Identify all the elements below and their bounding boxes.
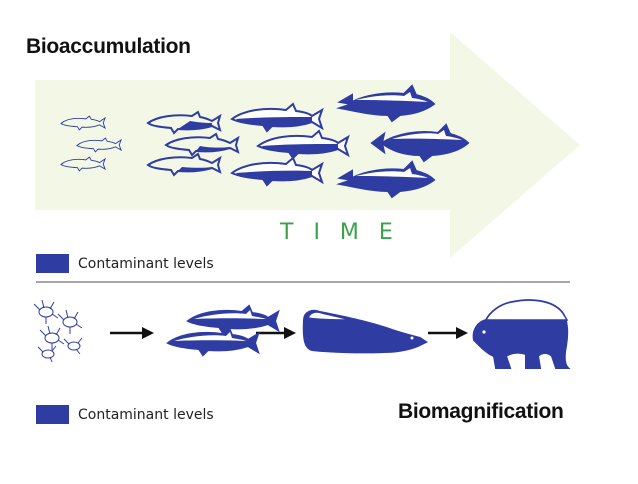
seal-icon <box>302 309 428 354</box>
legend-label-bioaccumulation: Contaminant levels <box>78 256 214 272</box>
legend-swatch-biomagnification <box>36 405 69 424</box>
fish-icon <box>186 304 280 335</box>
fish-icon <box>164 132 240 157</box>
food-chain-arrows <box>110 327 468 339</box>
fish-group-biomag <box>166 304 280 357</box>
fish-icon <box>146 110 222 135</box>
fish-group-2 <box>146 110 240 177</box>
fish-group-3 <box>230 102 350 187</box>
zooplankton-icon <box>33 299 83 363</box>
legend-swatch-bioaccumulation <box>36 254 69 273</box>
time-label: TIME <box>280 220 413 245</box>
arrow-head-icon <box>284 327 296 339</box>
polar-bear-icon <box>472 299 571 369</box>
arrow-head-icon <box>456 327 468 339</box>
bioaccumulation-title: Bioaccumulation <box>26 35 191 58</box>
arrow-head-icon <box>142 327 154 339</box>
legend-label-biomagnification: Contaminant levels <box>78 407 214 423</box>
fish-group-4 <box>336 84 470 199</box>
biomagnification-title: Biomagnification <box>398 400 564 423</box>
fish-icon <box>146 152 222 177</box>
fish-icon <box>166 326 260 357</box>
